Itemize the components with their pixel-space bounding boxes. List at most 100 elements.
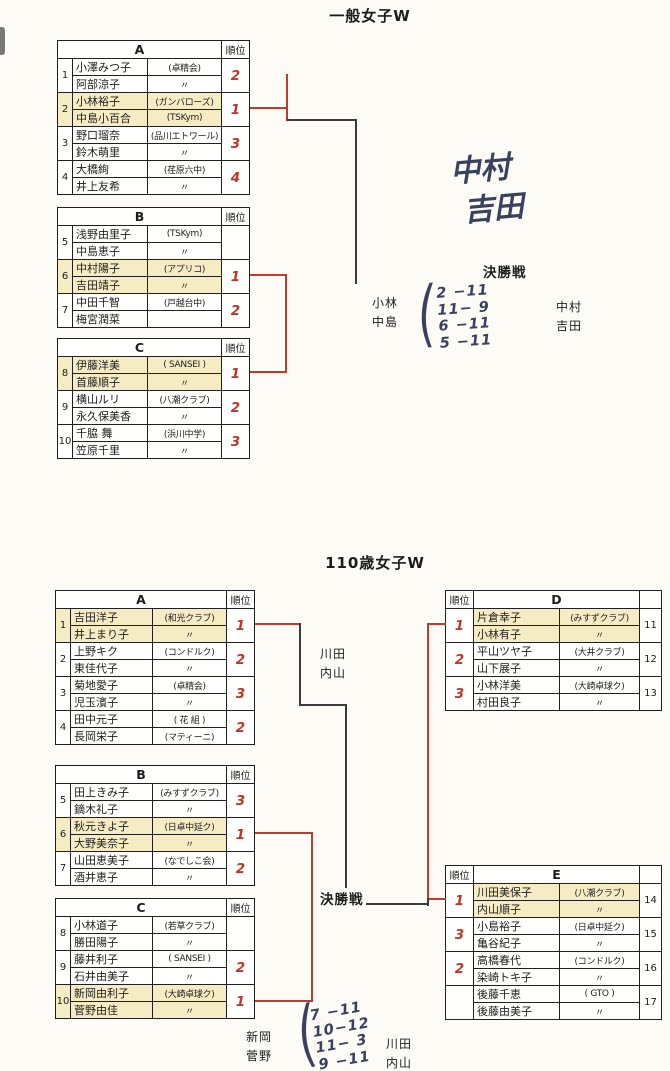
bracket-line — [250, 107, 288, 109]
team-name: 川田 — [386, 1037, 413, 1051]
club-name: (八潮クラブ) — [560, 884, 640, 901]
rank-value: 1 — [446, 884, 474, 918]
bracket-title-bottom: 110歳女子W — [325, 554, 425, 572]
player-name: 野口瑠奈 — [73, 127, 148, 144]
team-name: 小林 — [372, 296, 399, 310]
seed-number: 10 — [58, 425, 73, 459]
player-name: 大野美奈子 — [71, 835, 153, 852]
club-name: (TSKym) — [148, 226, 222, 243]
rank-header: 順位 — [222, 41, 250, 59]
player-name: 秋元きよ子 — [71, 818, 153, 835]
player-name: 勝田陽子 — [71, 934, 153, 951]
player-name: 上野キク — [71, 643, 153, 660]
club-name: ( SANSEI ) — [153, 951, 227, 968]
club-name: ( GTO ) — [560, 986, 640, 1003]
player-name: 村田良子 — [474, 694, 560, 711]
bracket-line — [285, 274, 287, 373]
bracket-line — [250, 274, 287, 276]
bracket-line — [428, 898, 446, 900]
player-name: 田上きみ子 — [71, 784, 153, 801]
club-name: 〃 — [560, 694, 640, 711]
rank-value: 2 — [446, 952, 474, 986]
header-spacer — [640, 866, 662, 884]
player-name: 鏑木礼子 — [71, 801, 153, 818]
club-name: (みすずクラブ) — [560, 609, 640, 626]
club-name: 〃 — [560, 969, 640, 986]
rank-value: 2 — [222, 294, 250, 328]
club-name: 〃 — [148, 178, 222, 195]
club-name: (浜川中学) — [148, 425, 222, 442]
club-name: (日卓中延ク) — [153, 818, 227, 835]
club-name: 〃 — [560, 1003, 640, 1020]
player-name: 酒井恵子 — [71, 869, 153, 886]
bracket-line — [299, 704, 346, 706]
rank-value: 3 — [227, 784, 255, 818]
bracket-title-top: 一般女子W — [329, 7, 411, 25]
team-name: 菅野 — [246, 1049, 273, 1063]
club-name: (戸越台中) — [148, 294, 222, 311]
player-name: 小林裕子 — [73, 93, 148, 110]
club-name: 〃 — [148, 243, 222, 260]
bracket-line — [345, 704, 347, 904]
seed-number: 6 — [56, 818, 71, 852]
team-name: 川田 — [320, 647, 347, 661]
club-name: (八潮クラブ) — [148, 391, 222, 408]
club-name: 〃 — [153, 694, 227, 711]
champion-note: 中村 吉田 — [449, 147, 526, 233]
seed-number: 4 — [58, 161, 73, 195]
score-line: 5 −11 — [439, 331, 493, 352]
final-scores-top: 2 −11 11− 9 6 −11 5 −11 — [436, 282, 493, 351]
club-name: 〃 — [148, 76, 222, 93]
rank-value: 1 — [222, 93, 250, 127]
club-name: 〃 — [148, 442, 222, 459]
seed-number: 11 — [640, 609, 662, 643]
final-right-team-bottom: 川田 内山 — [386, 1035, 412, 1071]
club-name: 〃 — [148, 144, 222, 161]
club-name: (大井クラブ) — [560, 643, 640, 660]
player-name: 首藤順子 — [73, 374, 148, 391]
club-name: (みすずクラブ) — [153, 784, 227, 801]
rank-value: 3 — [446, 677, 474, 711]
rank-value: 1 — [222, 260, 250, 294]
player-name: 中田千智 — [73, 294, 148, 311]
player-name: 染崎トキ子 — [474, 969, 560, 986]
rank-value: 2 — [227, 711, 255, 745]
final-scores-bottom: 7 −11 10−12 11− 3 9 −11 — [309, 999, 377, 1071]
player-name: 鈴木萌里 — [73, 144, 148, 161]
bracket-line — [428, 623, 446, 625]
player-name: 阿部涼子 — [73, 76, 148, 93]
player-name: 永久保美香 — [73, 408, 148, 425]
player-name: 川田美保子 — [474, 884, 560, 901]
seed-number: 5 — [58, 226, 73, 260]
club-name: 〃 — [153, 968, 227, 985]
club-name: 〃 — [153, 835, 227, 852]
rank-value: 1 — [227, 818, 255, 852]
rank-header: 順位 — [446, 866, 474, 884]
player-name: 新岡由利子 — [71, 985, 153, 1002]
group-label: C — [58, 339, 222, 357]
club-name: 〃 — [153, 869, 227, 886]
seed-number: 13 — [640, 677, 662, 711]
group-label: E — [474, 866, 640, 884]
player-name: 梅宮潤菜 — [73, 311, 148, 328]
club-name: (ガンバローズ) — [148, 93, 222, 110]
player-name: 石井由美子 — [71, 968, 153, 985]
rank-value — [227, 917, 255, 951]
player-name: 東佳代子 — [71, 660, 153, 677]
rank-header: 順位 — [222, 339, 250, 357]
player-name: 田中元子 — [71, 711, 153, 728]
rank-value: 3 — [446, 918, 474, 952]
player-name: 浅野由里子 — [73, 226, 148, 243]
player-name: 菊地愛子 — [71, 677, 153, 694]
seed-number: 4 — [56, 711, 71, 745]
club-name: (アプリコ) — [148, 260, 222, 277]
rank-value: 1 — [222, 357, 250, 391]
seed-number: 8 — [58, 357, 73, 391]
seed-number: 14 — [640, 884, 662, 918]
rank-header: 順位 — [227, 899, 255, 917]
seed-number: 1 — [56, 609, 71, 643]
